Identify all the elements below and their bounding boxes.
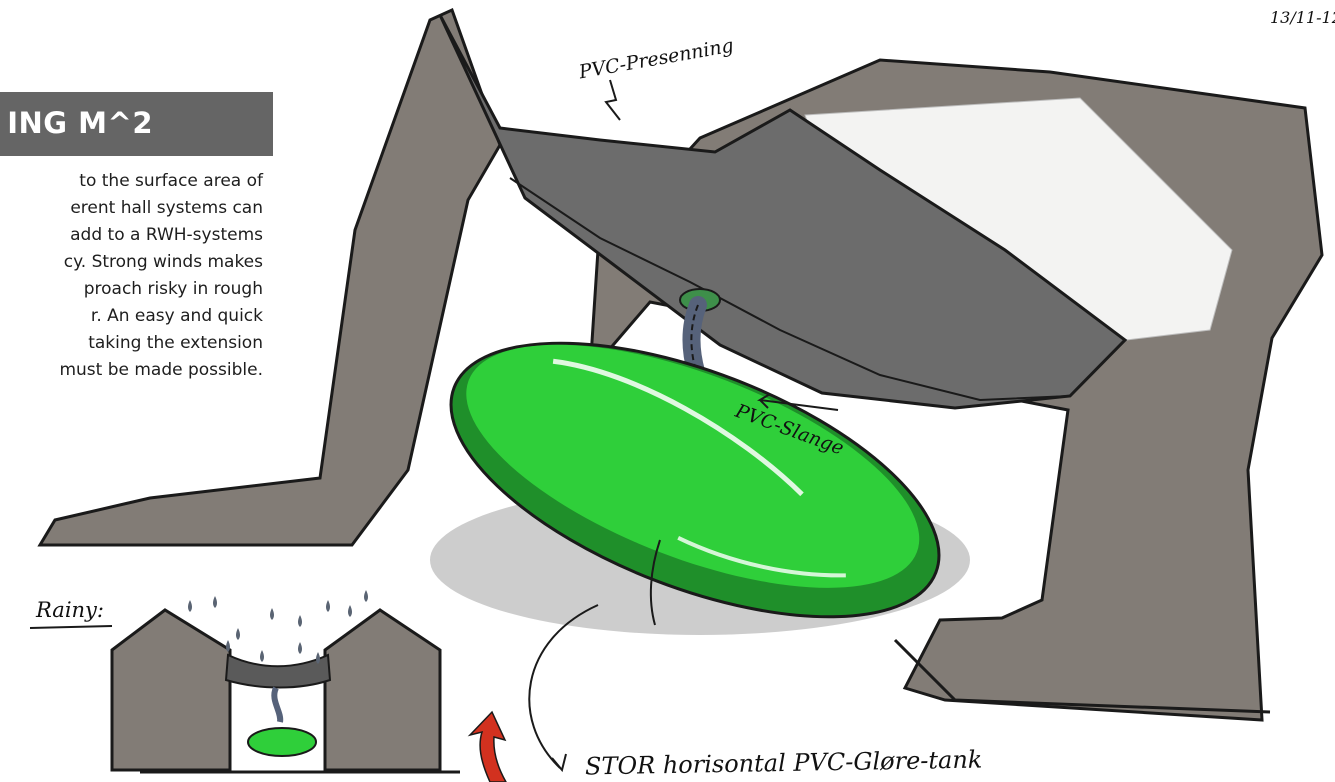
small-tank [248,728,316,756]
tank-pointer-arrowhead [552,754,566,770]
section-title: ING M^2 [7,106,153,140]
small-hose [274,688,280,722]
sheet-date: 13/11-12. [1270,8,1335,27]
body-line: cy. Strong winds makes [0,249,263,276]
rainy-label: Rainy: [36,598,104,622]
body-line: must be made possible. [0,357,263,384]
section-body: to the surface area of erent hall system… [0,168,263,384]
body-line: to the surface area of [0,168,263,195]
body-line: erent hall systems can [0,195,263,222]
body-line: proach risky in rough [0,276,263,303]
body-line: r. An easy and quick [0,303,263,330]
red-arrow [470,712,506,782]
body-line: add to a RWH-systems [0,222,263,249]
section-title-bar: ING M^2 [0,92,273,156]
rainy-underline [30,626,112,628]
small-right-hall [325,610,440,770]
small-left-hall [112,610,230,770]
tarp-pointer-arrow [606,80,620,120]
body-line: taking the extension [0,330,263,357]
tank-pointer-curve [529,605,598,768]
small-tarp [226,655,330,688]
